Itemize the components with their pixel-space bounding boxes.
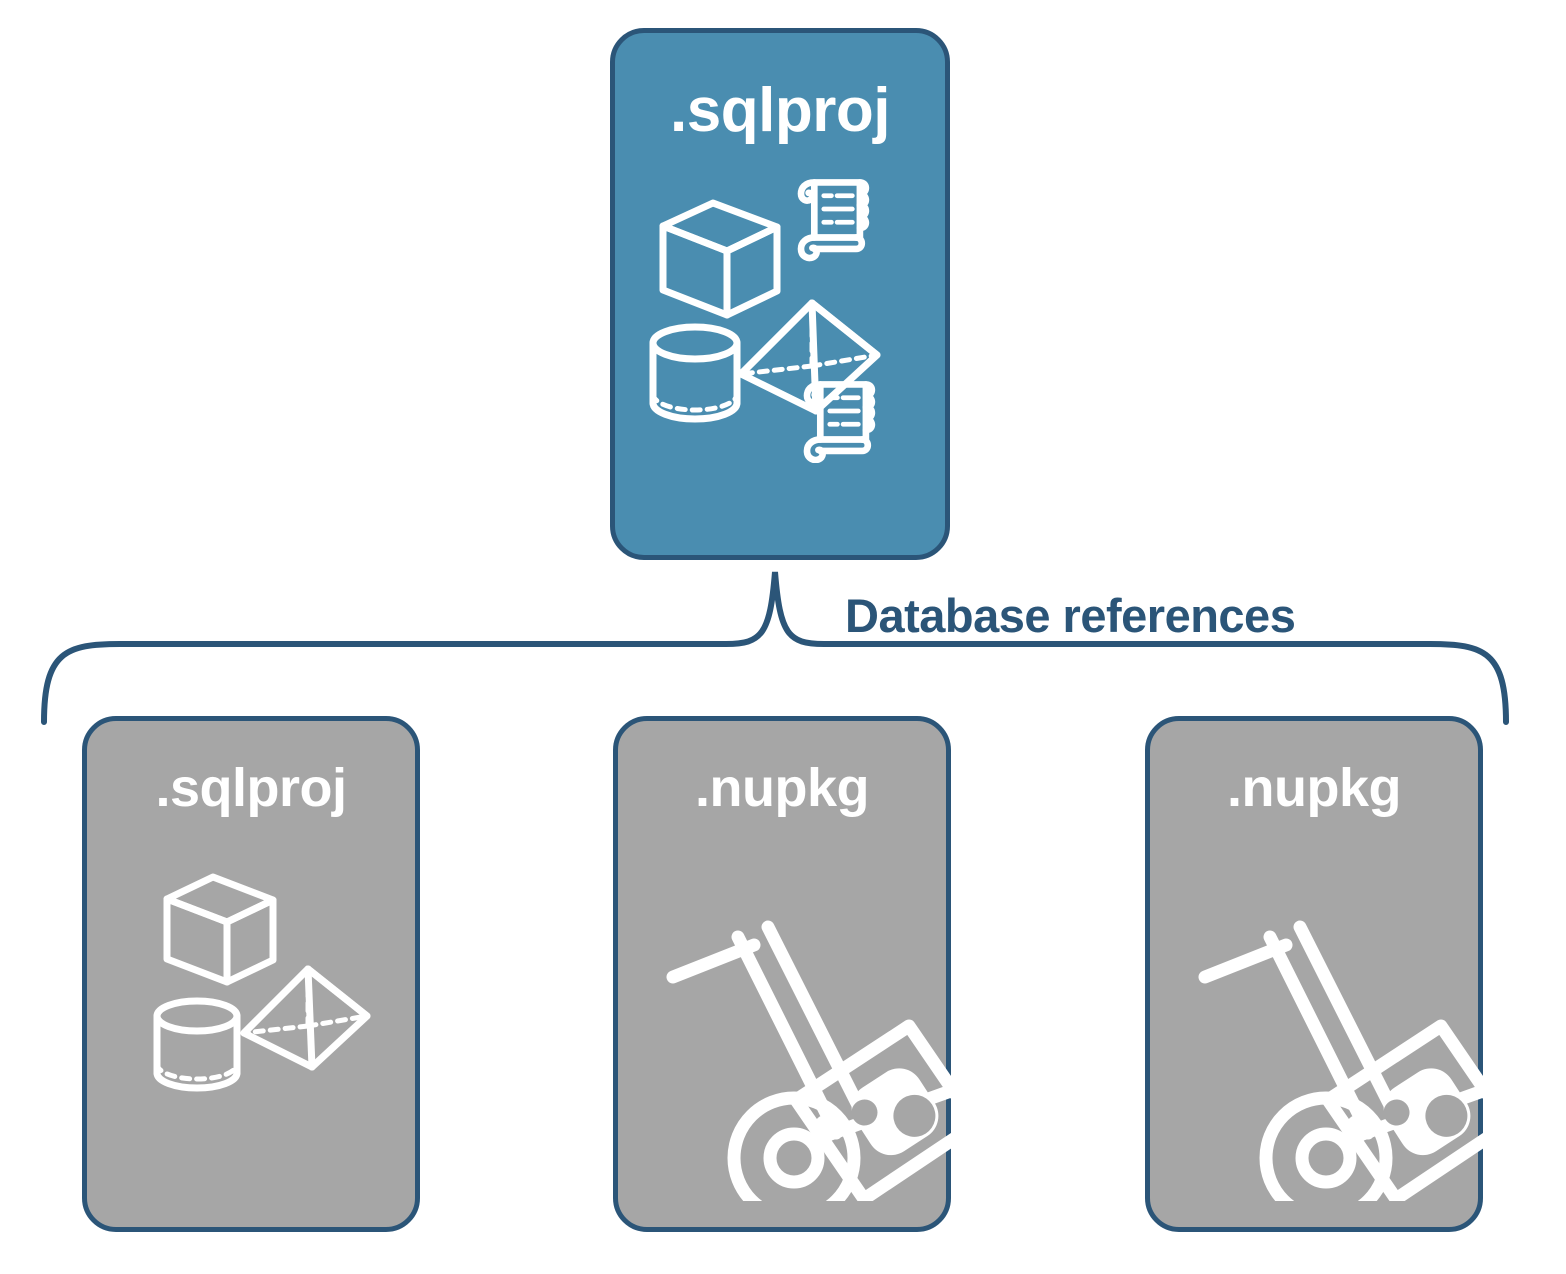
scroll-icon: [797, 179, 870, 262]
sqlproj-shapes-and-scrolls-icon: [649, 179, 881, 464]
node-child-sqlproj-label: .sqlproj: [155, 758, 347, 818]
pyramid-icon: [737, 299, 881, 415]
brace-label-database-references: Database references: [845, 589, 1296, 642]
scroll-icon: [803, 381, 876, 464]
sqlproj-shapes-icon: [153, 873, 371, 1092]
brace-path: [41, 571, 1509, 725]
cube-icon: [659, 199, 781, 319]
root-node-artwork: [615, 163, 945, 464]
hand-truck-icon: [1198, 920, 1515, 1225]
hand-truck-icon: [666, 920, 983, 1225]
node-child-sqlproj[interactable]: .sqlproj: [82, 716, 420, 1232]
node-child-nupkg-1-label: .nupkg: [695, 758, 869, 818]
node-child-nupkg-1[interactable]: .nupkg: [613, 716, 983, 1232]
cylinder-icon: [153, 997, 241, 1092]
child-nupkg-2-artwork: [1150, 841, 1515, 1225]
pyramid-icon: [240, 965, 371, 1071]
child-sqlproj-artwork: [87, 851, 415, 1111]
child-nupkg-1-artwork: [618, 841, 983, 1225]
node-child-nupkg-2[interactable]: .nupkg: [1145, 716, 1515, 1232]
node-root-sqlproj-label: .sqlproj: [670, 76, 890, 145]
cylinder-icon: [649, 323, 741, 423]
cube-icon: [163, 873, 277, 986]
node-child-nupkg-2-label: .nupkg: [1227, 758, 1401, 818]
node-root-sqlproj[interactable]: .sqlproj: [610, 28, 950, 560]
